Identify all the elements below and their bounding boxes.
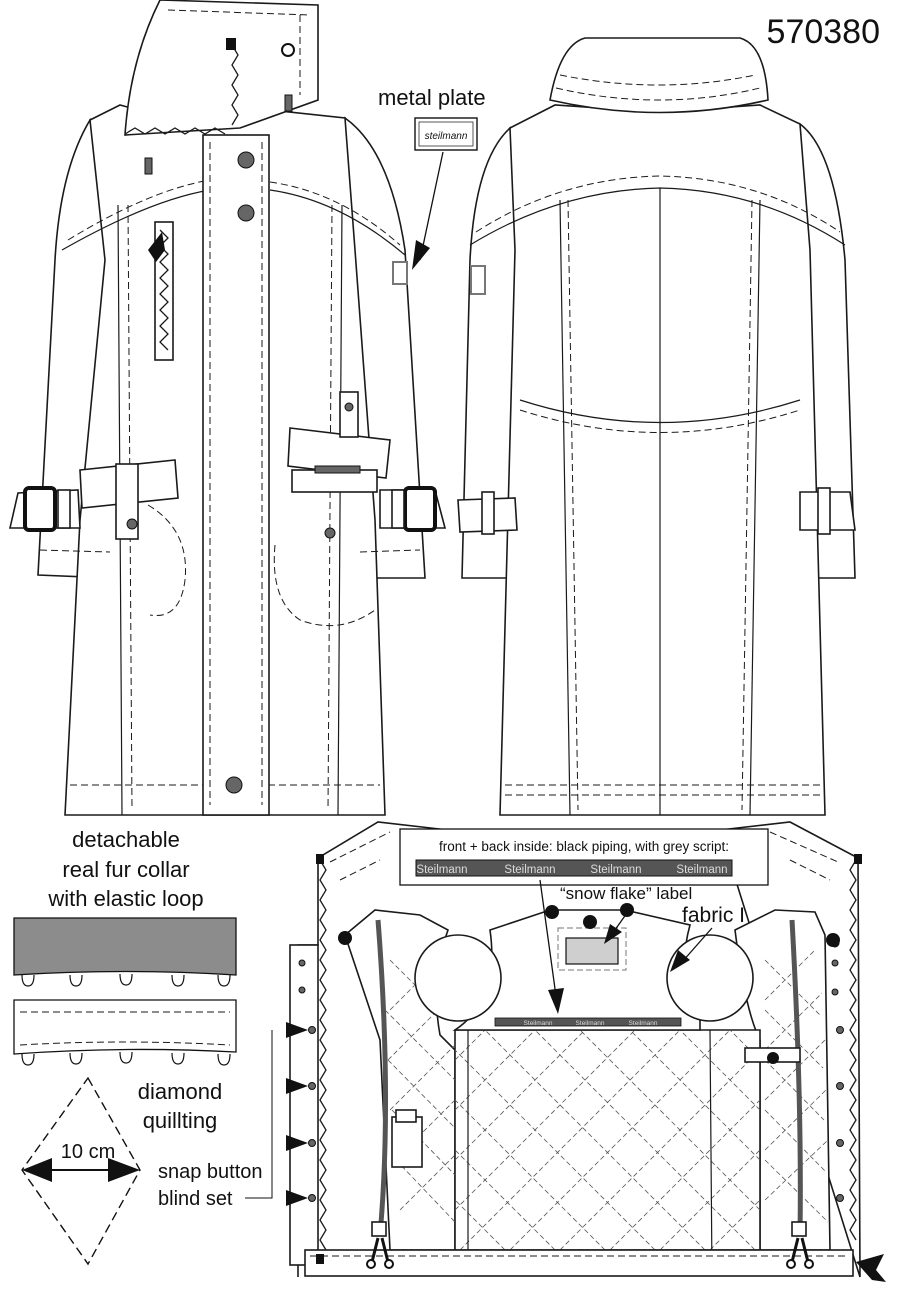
neck-piping-script-3: Steilmann bbox=[629, 1020, 658, 1027]
quilting-line-1: diamond bbox=[138, 1079, 222, 1104]
neck-piping-script-1: Steilmann bbox=[524, 1020, 553, 1027]
snap-line-1: snap button bbox=[158, 1161, 263, 1183]
snap-line-2: blind set bbox=[158, 1188, 233, 1210]
quilting-line-2: quillting bbox=[143, 1108, 218, 1133]
snap-bracket bbox=[245, 1030, 273, 1199]
fur-collar-swatch bbox=[13, 917, 237, 976]
metal-plate-badge bbox=[414, 117, 478, 151]
piping-note: front + back inside: black piping, with … bbox=[439, 839, 729, 854]
fur-collar-loops-top bbox=[21, 973, 231, 987]
metal-plate-label: metal plate bbox=[378, 85, 486, 110]
coat-inside-view bbox=[286, 821, 886, 1282]
piping-arrow bbox=[539, 879, 557, 997]
fur-collar-line-3: with elastic loop bbox=[47, 886, 203, 911]
coat-back-view bbox=[457, 37, 856, 816]
fur-collar-loops-bottom bbox=[21, 1051, 231, 1066]
metal-plate-brand: steilmann bbox=[425, 131, 468, 142]
piping-script-2: Steilmann bbox=[504, 864, 555, 876]
snow-flake-label: “snow flake” label bbox=[560, 884, 692, 903]
piping-script-3: Steilmann bbox=[590, 864, 641, 876]
fabric-label: fabric I bbox=[682, 904, 745, 927]
style-number: 570380 bbox=[767, 13, 880, 51]
measure-label: 10 cm bbox=[61, 1141, 115, 1163]
metal-plate-arrow bbox=[419, 151, 444, 261]
snow-flake-label-patch bbox=[565, 937, 619, 965]
coat-front-view bbox=[8, 0, 447, 816]
piping-note-box bbox=[399, 828, 769, 886]
diamond-shape bbox=[21, 1076, 141, 1266]
fur-collar-line-1: detachable bbox=[72, 827, 180, 852]
neck-piping-script-2: Steilmann bbox=[576, 1020, 605, 1027]
piping-script-1: Steilmann bbox=[416, 864, 467, 876]
fur-collar-line-2: real fur collar bbox=[62, 857, 189, 882]
piping-script-4: Steilmann bbox=[676, 864, 727, 876]
piping-sample bbox=[415, 859, 733, 877]
fur-collar-outline bbox=[13, 999, 237, 1055]
